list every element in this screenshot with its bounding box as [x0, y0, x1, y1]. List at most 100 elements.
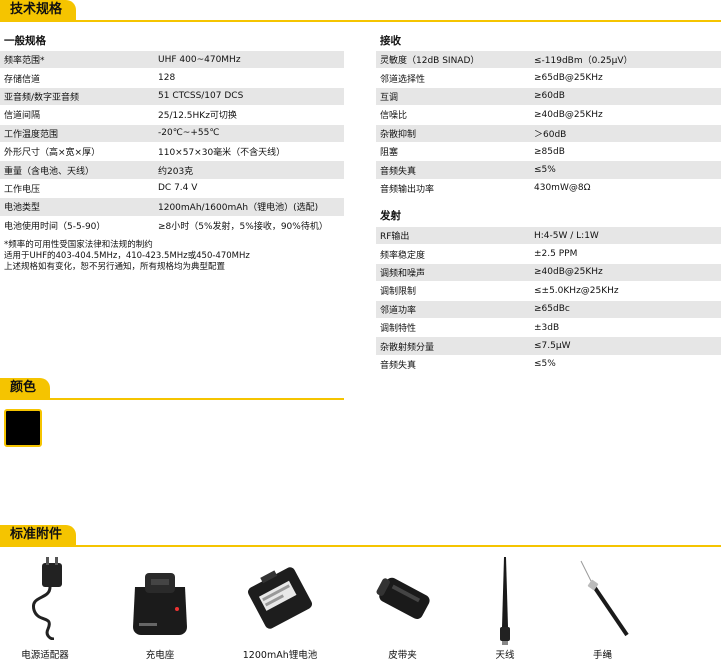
spec-label: 邻道功率 — [376, 300, 530, 319]
spec-value: ±3dB — [530, 318, 721, 338]
spec-label: 频率稳定度 — [376, 244, 530, 264]
accessory-power-adapter: 电源适配器 — [10, 555, 80, 661]
spec-label: 调制限制 — [376, 281, 530, 301]
accessory-battery: 1200mAh锂电池 — [235, 555, 325, 661]
spec-label: 重量（含电池、天线） — [0, 160, 154, 180]
spec-label: 存储信道 — [0, 68, 154, 88]
spec-value: -20℃~+55℃ — [154, 124, 344, 143]
spec-value: ±2.5 PPM — [530, 244, 721, 264]
color-section-title: 颜色 — [0, 378, 51, 398]
spec-value: 430mW@8Ω — [530, 179, 721, 199]
color-swatch-black — [4, 409, 42, 447]
spec-label: 频率范围* — [0, 51, 154, 70]
spec-row: 调制特性±3dB — [376, 318, 721, 338]
spec-row: 调频和噪声≥40dB@25KHz — [376, 263, 721, 283]
charger-icon — [133, 573, 187, 635]
spec-value: 25/12.5HKz可切换 — [154, 105, 344, 125]
accessory-charger: 充电座 — [120, 555, 200, 661]
spec-label: 调频和噪声 — [376, 263, 530, 283]
spec-row: 音频失真≤5% — [376, 355, 721, 375]
transmit-specs-title: 发射 — [380, 210, 401, 222]
spec-value: ≥85dB — [530, 142, 721, 162]
antenna-icon — [500, 557, 510, 645]
spec-label: 工作温度范围 — [0, 124, 154, 143]
spec-value: 1200mAh/1600mAh（锂电池）(选配) — [154, 197, 344, 217]
spec-value: ≥65dBc — [530, 300, 721, 319]
spec-row: 频率范围*UHF 400~470MHz — [0, 51, 344, 70]
section-divider — [0, 545, 721, 547]
note-line: 上述规格如有变化，恕不另行通知，所有规格均为典型配置 — [4, 262, 226, 272]
accessory-label: 手绳 — [592, 650, 612, 661]
spec-value: 51 CTCSS/107 DCS — [154, 87, 344, 107]
accessory-belt-clip: 皮带夹 — [365, 555, 440, 661]
spec-label: 灵敏度（12dB SINAD） — [376, 51, 530, 70]
spec-row: 灵敏度（12dB SINAD）≤-119dBm（0.25μV） — [376, 51, 721, 70]
accessory-label: 天线 — [495, 650, 515, 661]
spec-value: ≤5% — [530, 355, 721, 375]
spec-value: ≤-119dBm（0.25μV） — [530, 51, 721, 70]
spec-label: 邻道选择性 — [376, 68, 530, 88]
accessory-lanyard: 手绳 — [570, 555, 635, 661]
spec-row: 音频失真≤5% — [376, 160, 721, 180]
spec-label: 互调 — [376, 87, 530, 107]
power-adapter-icon — [32, 557, 62, 641]
spec-value: UHF 400~470MHz — [154, 51, 344, 70]
spec-row: 邻道选择性≥65dB@25KHz — [376, 68, 721, 88]
color-section-header: 颜色 — [0, 378, 344, 400]
spec-row: 调制限制≤±5.0KHz@25KHz — [376, 281, 721, 301]
spec-value: ≥40dB@25KHz — [530, 263, 721, 283]
spec-row: 信噪比≥40dB@25KHz — [376, 105, 721, 125]
receive-specs-table: 灵敏度（12dB SINAD）≤-119dBm（0.25μV）邻道选择性≥65d… — [376, 51, 721, 199]
spec-label: 音频失真 — [376, 355, 530, 375]
general-specs-title: 一般规格 — [4, 35, 46, 47]
belt-clip-icon — [376, 577, 430, 619]
spec-label: 杂散射频分量 — [376, 336, 530, 356]
spec-value: ≥8小时（5%发射，5%接收，90%待机） — [154, 216, 344, 235]
spec-row: 频率稳定度±2.5 PPM — [376, 244, 721, 264]
spec-row: 外形尺寸（高×宽×厚）110×57×30毫米（不含天线） — [0, 142, 344, 162]
spec-row: 邻道功率≥65dBc — [376, 300, 721, 319]
specs-section-title: 技术规格 — [0, 0, 77, 20]
spec-value: ≤5% — [530, 160, 721, 180]
spec-label: RF输出 — [376, 227, 530, 246]
spec-value: DC 7.4 V — [154, 179, 344, 199]
spec-row: 重量（含电池、天线）约203克 — [0, 160, 344, 180]
spec-value: H:4-5W / L:1W — [530, 227, 721, 246]
section-divider — [0, 20, 721, 22]
spec-label: 杂散抑制 — [376, 124, 530, 143]
accessory-label: 充电座 — [145, 650, 175, 661]
spec-label: 音频失真 — [376, 160, 530, 180]
accessory-label: 电源适配器 — [21, 650, 69, 661]
spec-value: ≤±5.0KHz@25KHz — [530, 281, 721, 301]
accessory-antenna: 天线 — [480, 555, 530, 661]
accessory-label: 1200mAh锂电池 — [242, 650, 318, 661]
spec-row: 电池使用时间（5-5-90）≥8小时（5%发射，5%接收，90%待机） — [0, 216, 344, 235]
spec-label: 工作电压 — [0, 179, 154, 199]
spec-value: ≥60dB — [530, 87, 721, 107]
battery-icon — [248, 567, 312, 629]
spec-value: ≤7.5μW — [530, 336, 721, 356]
spec-value: ≥40dB@25KHz — [530, 105, 721, 125]
accessories-section-title: 标准附件 — [0, 525, 77, 545]
spec-value: ≥65dB@25KHz — [530, 68, 721, 88]
spec-row: 杂散抑制＞60dB — [376, 124, 721, 143]
spec-row: 互调≥60dB — [376, 87, 721, 107]
spec-value: 约203克 — [154, 160, 344, 180]
spec-label: 音频输出功率 — [376, 179, 530, 199]
spec-value: 128 — [154, 68, 344, 88]
spec-label: 信噪比 — [376, 105, 530, 125]
receive-specs-title: 接收 — [380, 35, 401, 47]
spec-label: 信道间隔 — [0, 105, 154, 125]
spec-label: 调制特性 — [376, 318, 530, 338]
spec-row: 工作温度范围-20℃~+55℃ — [0, 124, 344, 143]
general-notes: *频率的可用性受国家法律和法规的制约 适用于UHF的403-404.5MHz，4… — [4, 240, 250, 273]
spec-label: 电池使用时间（5-5-90） — [0, 216, 154, 235]
